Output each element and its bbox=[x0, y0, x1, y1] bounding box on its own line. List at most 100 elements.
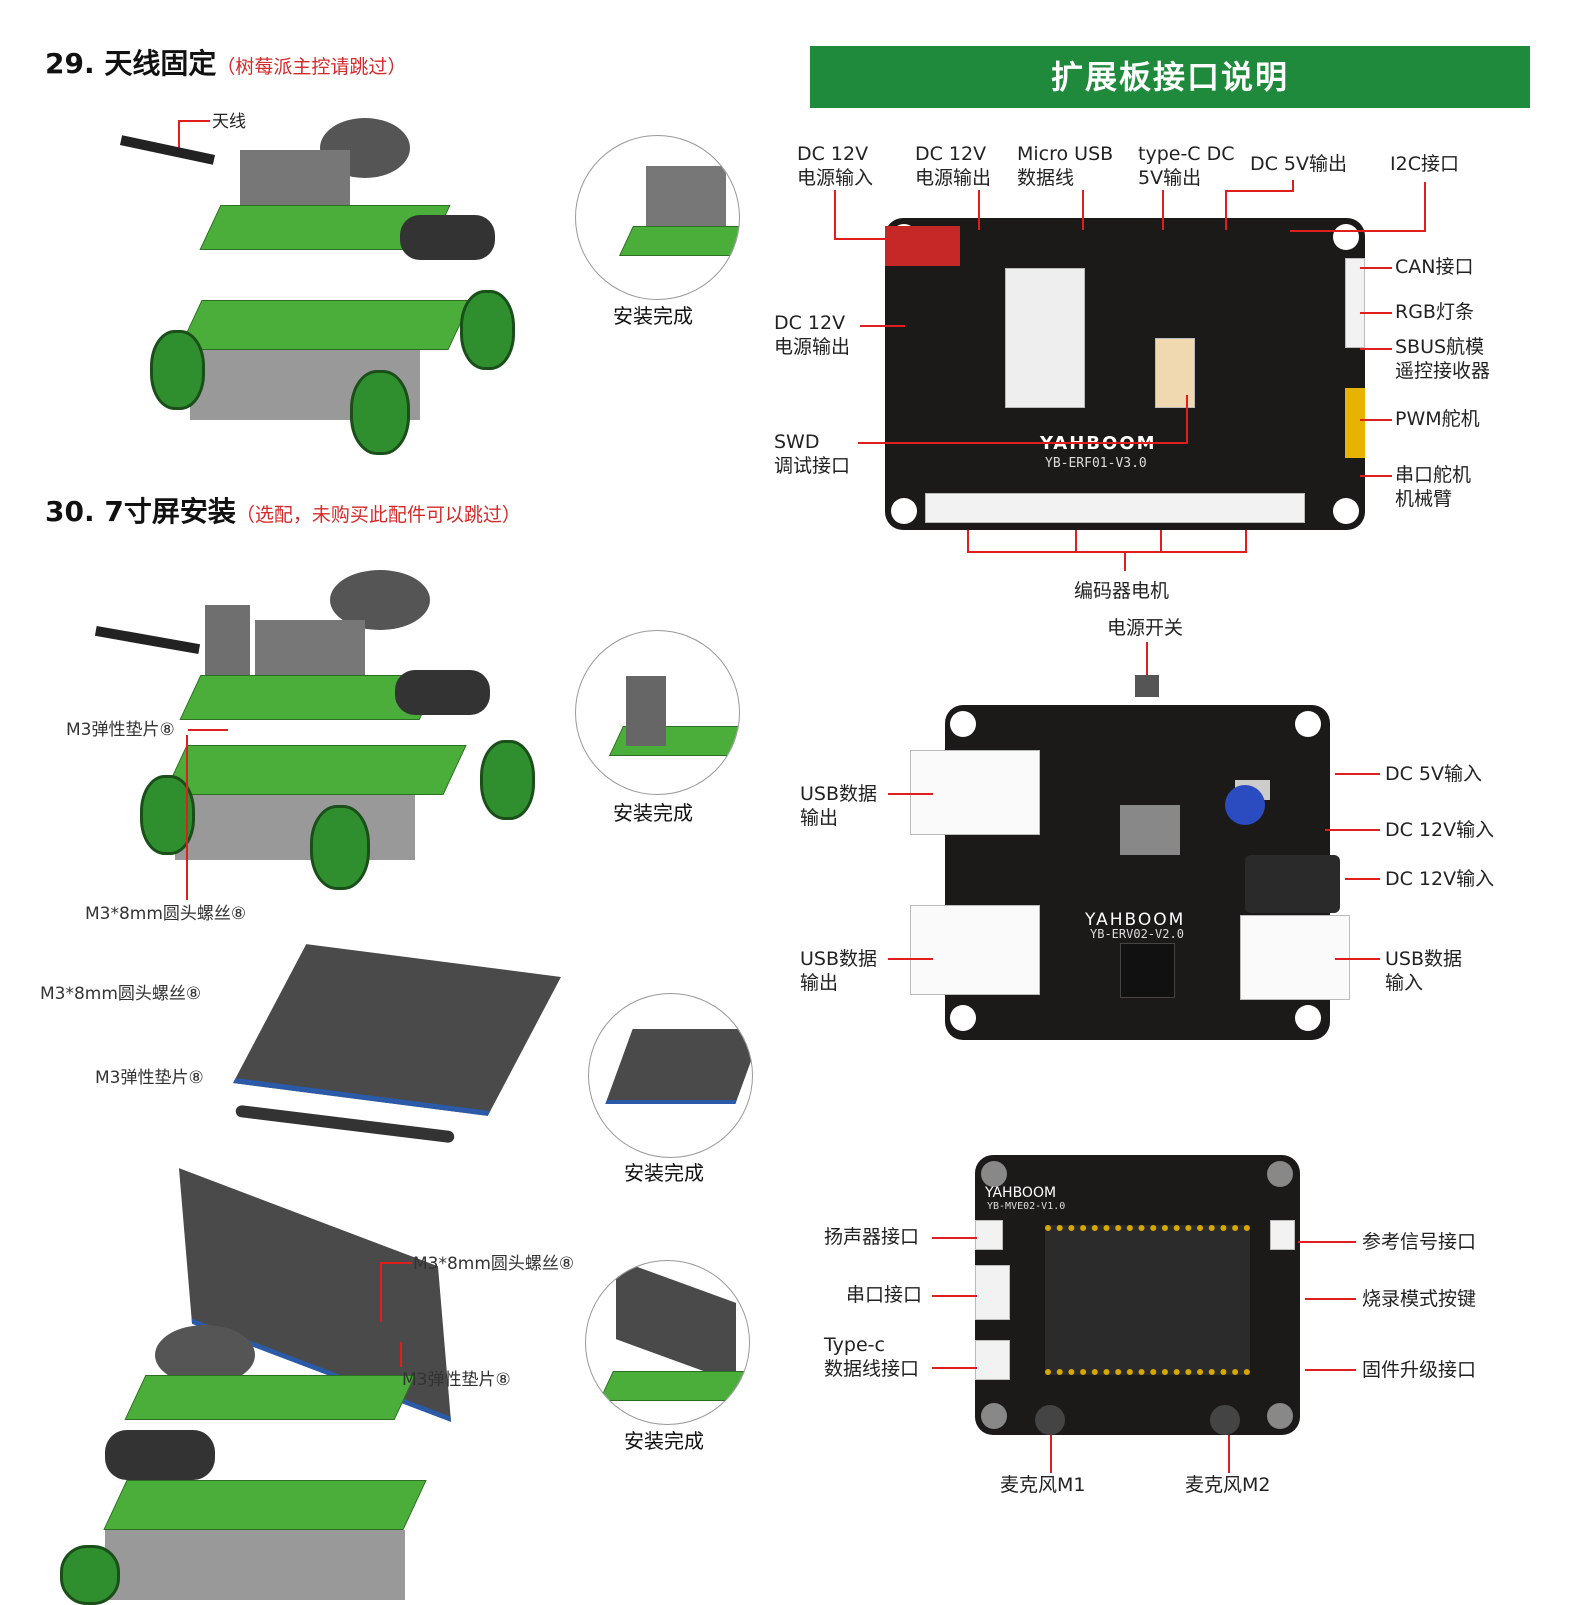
decoration bbox=[105, 1430, 215, 1480]
label-speaker: 扬声器接口 bbox=[824, 1226, 920, 1248]
decoration bbox=[1155, 338, 1195, 408]
leader-line bbox=[380, 1262, 382, 1322]
leader-line bbox=[1360, 267, 1392, 269]
leader-line bbox=[1124, 551, 1126, 571]
washer-label-1: M3弹性垫片⑧ bbox=[66, 720, 175, 740]
decoration bbox=[395, 670, 490, 715]
decoration: SWD bbox=[774, 431, 820, 453]
decoration bbox=[178, 300, 472, 350]
step29-heading: 29. 天线固定（树莓派主控请跳过） bbox=[45, 42, 406, 82]
label-dc12v-input-2: DC 12V输入 bbox=[1385, 868, 1495, 890]
leader-line bbox=[178, 120, 180, 150]
done-label-1: 安装完成 bbox=[613, 304, 693, 328]
decoration: 输入 bbox=[1385, 972, 1424, 994]
label-rgb: RGB灯条 bbox=[1395, 301, 1474, 323]
decoration bbox=[646, 166, 726, 226]
antenna-label: 天线 bbox=[212, 112, 246, 132]
leader-line bbox=[932, 1295, 977, 1297]
leader-line bbox=[178, 120, 210, 122]
label-serial: 串口接口 bbox=[846, 1284, 923, 1306]
label-dc5v-output: DC 5V输出 bbox=[1250, 153, 1348, 175]
mounting-hole bbox=[1267, 1403, 1293, 1429]
leader-line bbox=[1245, 530, 1247, 552]
decoration bbox=[94, 625, 201, 655]
screw-label-2: M3*8mm圆头螺丝⑧ bbox=[40, 984, 202, 1004]
decoration: 电源输出 bbox=[774, 336, 851, 358]
label-sbus: SBUS航模遥控接收器 bbox=[1395, 335, 1490, 383]
decoration bbox=[1270, 1220, 1295, 1250]
decoration: Micro USB bbox=[1017, 143, 1114, 165]
decoration bbox=[480, 740, 535, 820]
board-erv02: YAHBOOM YB-ERV02-V2.0 bbox=[910, 705, 1350, 1040]
decoration bbox=[310, 805, 370, 890]
decoration bbox=[1240, 915, 1350, 1000]
robot-illustration-antenna bbox=[119, 110, 540, 460]
leader-line bbox=[932, 1237, 977, 1239]
label-reference-signal: 参考信号接口 bbox=[1362, 1231, 1477, 1253]
decoration bbox=[619, 226, 739, 256]
mounting-hole bbox=[981, 1161, 1007, 1187]
decoration bbox=[1345, 258, 1365, 348]
leader-line bbox=[1360, 312, 1392, 314]
mounting-hole bbox=[1295, 711, 1321, 737]
leader-line bbox=[1146, 642, 1148, 675]
board2-silk: YB-ERV02-V2.0 bbox=[1090, 927, 1184, 941]
decoration: USB数据 bbox=[800, 783, 878, 805]
leader-line bbox=[834, 190, 836, 240]
decoration bbox=[140, 775, 195, 855]
decoration bbox=[119, 135, 216, 165]
decoration bbox=[1225, 785, 1265, 825]
label-dc5v-input: DC 5V输入 bbox=[1385, 763, 1483, 785]
decoration: DC 12V bbox=[915, 143, 987, 165]
decoration bbox=[1210, 1405, 1240, 1435]
label-usb-output-1: USB数据输出 bbox=[800, 782, 877, 830]
leader-line bbox=[1225, 190, 1227, 230]
leader-line bbox=[1335, 773, 1380, 775]
board3-brand: YAHBOOM bbox=[985, 1185, 1057, 1201]
label-encoder-motor: 编码器电机 bbox=[1074, 580, 1170, 602]
mounting-hole bbox=[1295, 1005, 1321, 1031]
decoration: USB数据 bbox=[1385, 948, 1463, 970]
board1-silk: YB-ERF01-V3.0 bbox=[1045, 456, 1147, 471]
leader-line bbox=[978, 190, 980, 230]
done-label-3: 安装完成 bbox=[624, 1161, 704, 1185]
mounting-hole bbox=[1333, 498, 1359, 524]
leader-line bbox=[188, 729, 228, 731]
leader-line bbox=[1345, 878, 1380, 880]
decoration bbox=[599, 1371, 749, 1401]
decoration bbox=[616, 1261, 736, 1383]
label-serial-servo: 串口舵机机械臂 bbox=[1395, 463, 1471, 511]
label-power-switch: 电源开关 bbox=[1107, 617, 1184, 639]
decoration: SBUS航模 bbox=[1395, 336, 1485, 358]
decoration: 输出 bbox=[800, 807, 839, 829]
step30-heading: 30. 7寸屏安装（选配，未购买此配件可以跳过） bbox=[45, 490, 521, 530]
leader-line bbox=[1305, 1298, 1356, 1300]
leader-line bbox=[1225, 190, 1293, 192]
leader-line bbox=[1162, 190, 1164, 230]
label-i2c: I2C接口 bbox=[1390, 153, 1459, 175]
leader-line bbox=[1360, 419, 1392, 421]
decoration bbox=[910, 905, 1040, 995]
leader-line bbox=[1298, 1241, 1356, 1243]
done-thumbnail-2 bbox=[575, 630, 740, 795]
leader-line bbox=[1050, 1435, 1052, 1473]
decoration: 电源输出 bbox=[915, 167, 992, 189]
decoration bbox=[400, 215, 495, 260]
leader-line bbox=[860, 325, 905, 327]
decoration bbox=[975, 1265, 1010, 1320]
label-firmware-upgrade: 固件升级接口 bbox=[1362, 1359, 1477, 1381]
decoration bbox=[103, 1480, 427, 1530]
leader-line bbox=[186, 735, 188, 900]
decoration: DC 12V bbox=[797, 143, 869, 165]
leader-line bbox=[967, 530, 969, 552]
decoration: 串口舵机 bbox=[1395, 464, 1472, 486]
decoration: Type-c bbox=[824, 1334, 885, 1356]
robot-illustration-screen-mount bbox=[94, 570, 545, 900]
decoration bbox=[910, 750, 1040, 835]
decoration bbox=[975, 1340, 1010, 1380]
decoration: 调试接口 bbox=[774, 455, 851, 477]
leader-line bbox=[967, 551, 1247, 553]
